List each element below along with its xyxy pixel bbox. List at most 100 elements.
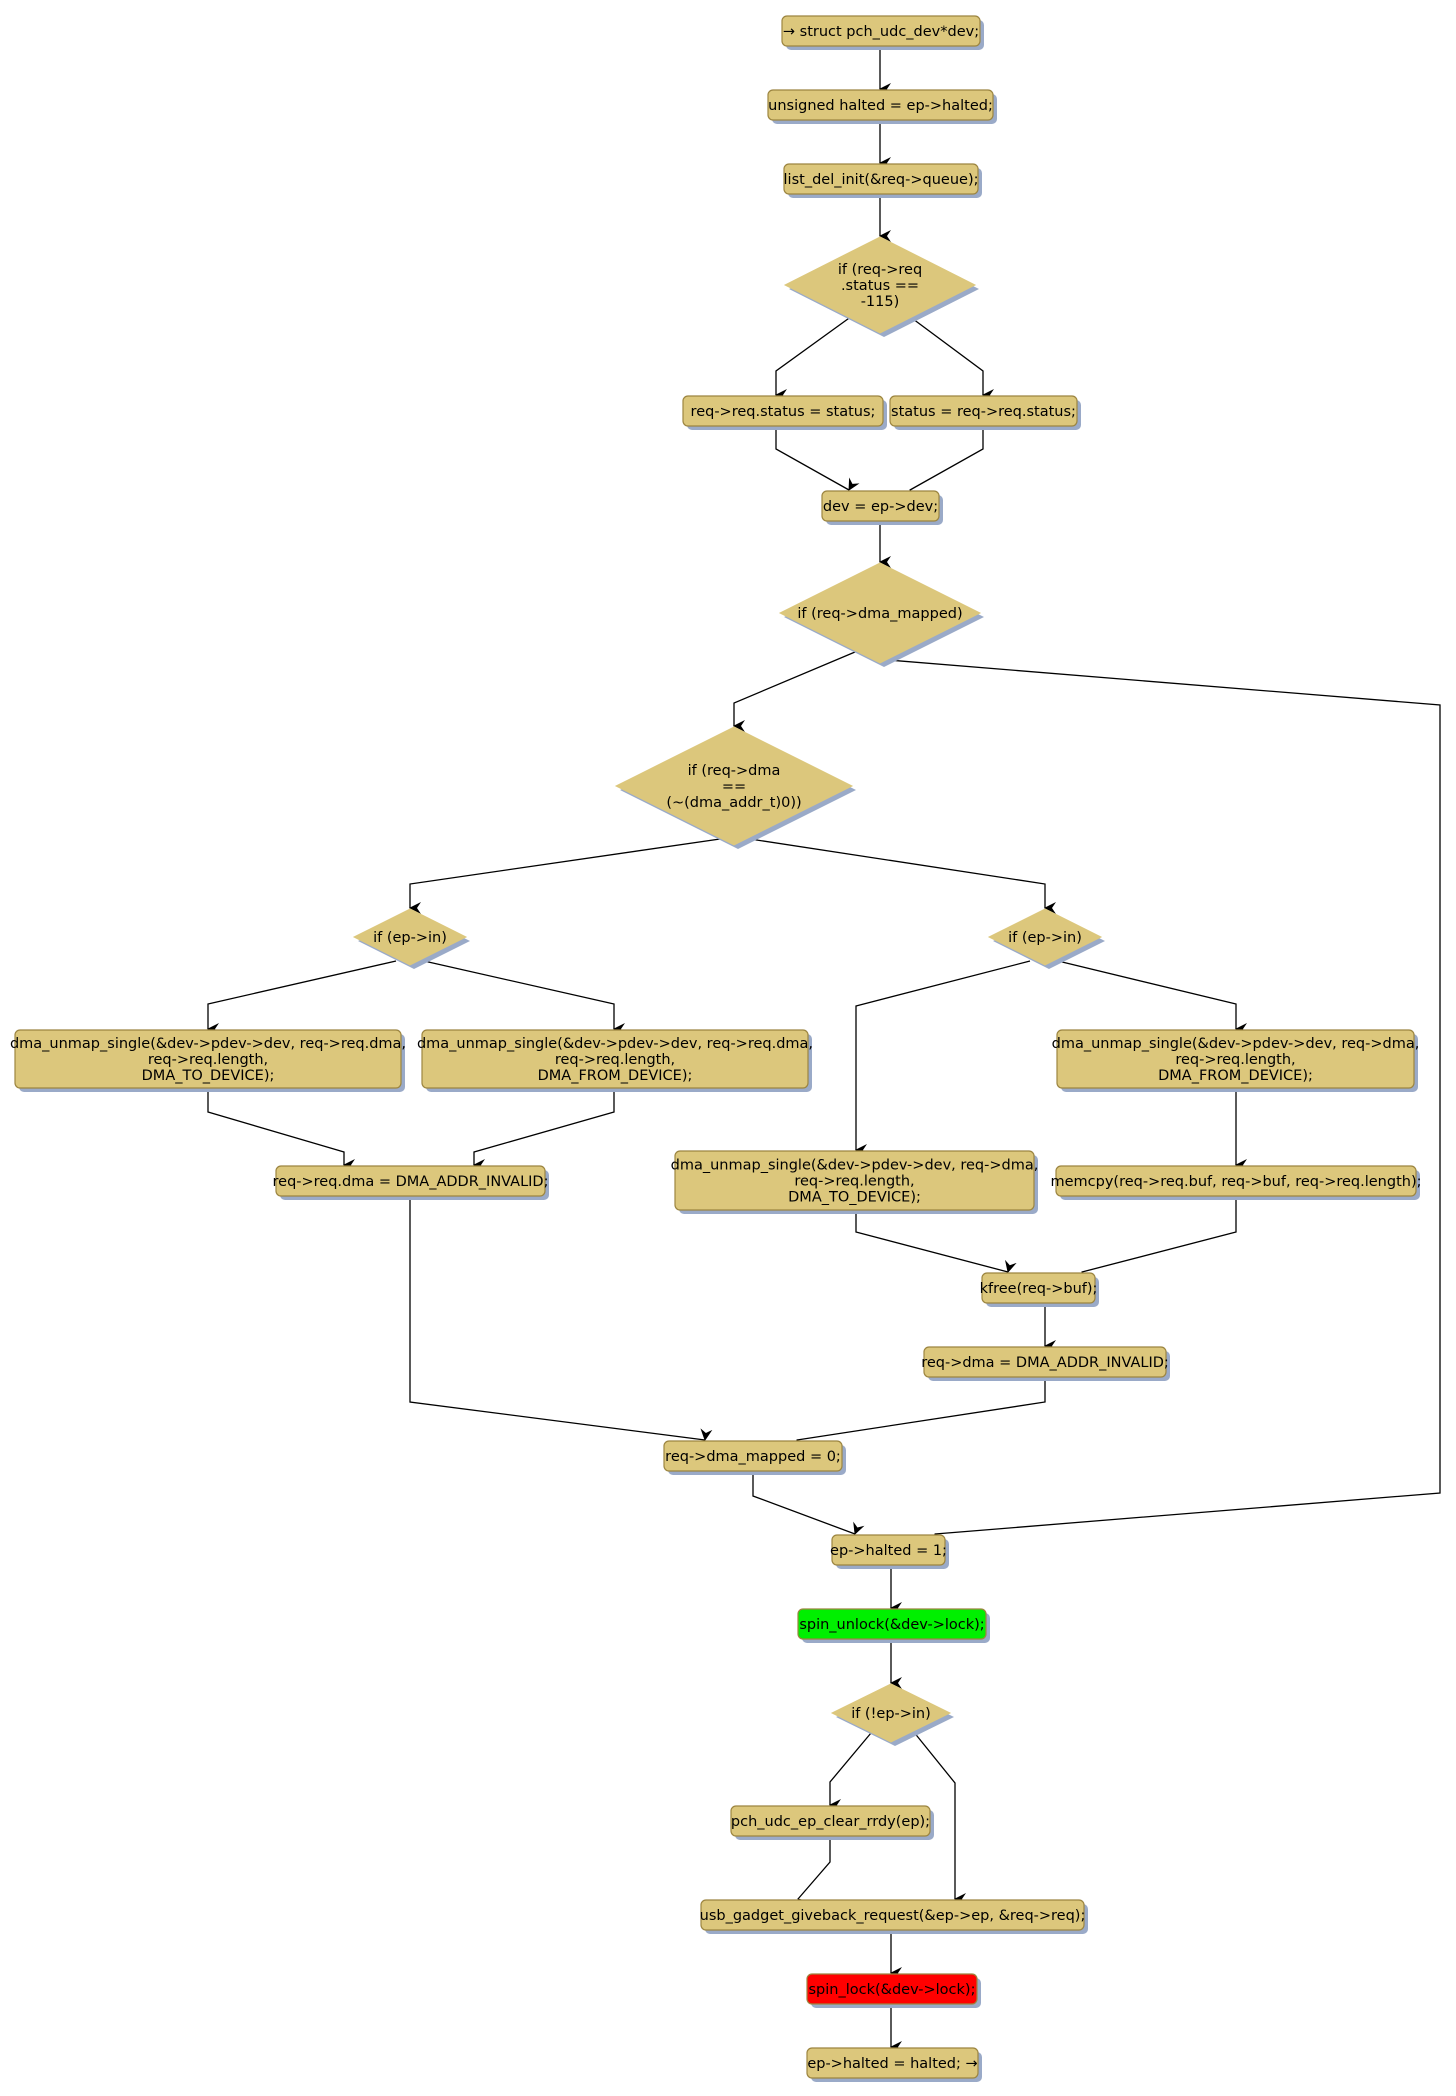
- edge-d4-to-n8: [423, 960, 625, 1035]
- node-label: if (req->dma_mapped): [797, 606, 962, 622]
- node-label: kfree(req->buf);: [980, 1281, 1098, 1297]
- decision-node[interactable]: if (req->dma==(~(dma_addr_t)0)): [614, 726, 856, 849]
- edge-d1-to-n4: [775, 315, 853, 401]
- node-label: if (req->req: [838, 262, 922, 278]
- edge-n7-to-n10: [207, 1088, 355, 1171]
- node-label: if (req->dma: [688, 763, 781, 779]
- statement-shape: [682, 395, 884, 427]
- node-label: DMA_FROM_DEVICE);: [1158, 1068, 1313, 1084]
- edge-d5-to-n9: [1057, 960, 1247, 1035]
- node-label: req->req.length,: [148, 1052, 268, 1068]
- statement-shape: [730, 1805, 931, 1837]
- statement-shape: [821, 490, 940, 522]
- statement-node[interactable]: usb_gadget_giveback_request(&ep->ep, &re…: [700, 1899, 1088, 1934]
- decision-shape: [614, 726, 854, 846]
- node-label: .status ==: [841, 278, 919, 294]
- node-label: DMA_TO_DEVICE);: [788, 1190, 921, 1206]
- edge-d5-to-n11: [855, 960, 1031, 1156]
- decision-node[interactable]: if (ep->in): [987, 908, 1105, 969]
- statement-node[interactable]: list_del_init(&req->queue);: [783, 163, 982, 198]
- statement-shape: [1055, 1165, 1417, 1197]
- statement-node[interactable]: ep->halted = halted; →: [806, 2047, 982, 2082]
- decision-shape: [987, 908, 1103, 966]
- node-label: req->req.length,: [555, 1052, 675, 1068]
- statement-shape: [889, 395, 1078, 427]
- node-label: -115): [861, 294, 900, 310]
- edge-n5-to-n6: [909, 426, 984, 503]
- decision-shape: [352, 908, 468, 966]
- edge-n8-to-n10: [473, 1088, 615, 1171]
- edge-d4-to-n7: [207, 960, 397, 1035]
- statement-node[interactable]: dev = ep->dev;: [821, 490, 943, 525]
- statement-shape: [767, 89, 994, 121]
- node-label: dma_unmap_single(&dev->pdev->dev, req->d…: [1052, 1036, 1420, 1052]
- edge-d6-to-n18: [829, 1732, 872, 1811]
- node-label: usb_gadget_giveback_request(&ep->ep, &re…: [700, 1908, 1086, 1924]
- decision-node[interactable]: if (req->dma_mapped): [778, 562, 984, 667]
- nodes-layer: → struct pch_udc_dev*dev; unsigned halted…: [10, 15, 1422, 2082]
- node-label: list_del_init(&req->queue);: [784, 172, 979, 188]
- edge-d6-to-n19: [912, 1730, 966, 1905]
- node-label: (~(dma_addr_t)0)): [666, 795, 801, 811]
- node-label: → struct pch_udc_dev*dev;: [783, 24, 979, 40]
- node-label: if (ep->in): [1008, 930, 1082, 946]
- statement-node[interactable]: dma_unmap_single(&dev->pdev->dev, req->d…: [1052, 1029, 1420, 1092]
- statement-node[interactable]: spin_unlock(&dev->lock);: [797, 1608, 990, 1643]
- statement-node[interactable]: dma_unmap_single(&dev->pdev->dev, req->r…: [10, 1029, 406, 1092]
- statement-shape: [981, 1272, 1096, 1304]
- node-label: pch_udc_ep_clear_rrdy(ep);: [731, 1814, 930, 1830]
- node-label: DMA_TO_DEVICE);: [142, 1068, 275, 1084]
- statement-node[interactable]: memcpy(req->req.buf, req->buf, req->req.…: [1051, 1165, 1422, 1200]
- edge-n15-to-n16: [752, 1471, 865, 1535]
- node-label: if (!ep->in): [851, 1706, 931, 1722]
- statement-node[interactable]: req->req.dma = DMA_ADDR_INVALID;: [273, 1165, 549, 1200]
- statement-node[interactable]: dma_unmap_single(&dev->pdev->dev, req->d…: [671, 1150, 1039, 1214]
- decision-shape: [778, 562, 982, 664]
- statement-node[interactable]: unsigned halted = ep->halted;: [767, 89, 997, 124]
- edge-n11-to-n13: [855, 1210, 1017, 1273]
- node-label: req->req.status = status;: [691, 404, 876, 420]
- statement-shape: [783, 163, 979, 195]
- edge-d2-to-d3: [733, 651, 856, 732]
- statement-shape: [806, 1973, 978, 2005]
- statement-node[interactable]: kfree(req->buf);: [980, 1272, 1099, 1307]
- edge-n10-to-n15: [409, 1196, 713, 1441]
- statement-shape: [797, 1608, 987, 1640]
- statement-node[interactable]: dma_unmap_single(&dev->pdev->dev, req->r…: [417, 1029, 813, 1092]
- decision-node[interactable]: if (req->req.status ==-115): [783, 236, 979, 337]
- edge-n12-to-n13: [1078, 1196, 1237, 1285]
- decision-node[interactable]: if (!ep->in): [830, 1683, 954, 1746]
- statement-shape: [700, 1899, 1085, 1931]
- statement-node[interactable]: ep->halted = 1;: [830, 1534, 949, 1569]
- node-label: dma_unmap_single(&dev->pdev->dev, req->d…: [671, 1158, 1039, 1174]
- edge-n4-to-n6: [775, 426, 860, 491]
- node-label: DMA_FROM_DEVICE);: [538, 1068, 693, 1084]
- node-label: spin_lock(&dev->lock);: [809, 1982, 976, 1998]
- statement-shape: [806, 2047, 979, 2079]
- statement-shape: [421, 1029, 809, 1089]
- node-label: req->req.dma = DMA_ADDR_INVALID;: [273, 1174, 549, 1190]
- statement-node[interactable]: → struct pch_udc_dev*dev;: [781, 15, 984, 50]
- statement-shape: [14, 1029, 402, 1089]
- decision-node[interactable]: if (ep->in): [352, 908, 470, 969]
- node-label: ep->halted = 1;: [830, 1543, 947, 1559]
- edge-d1-to-n5: [908, 315, 994, 401]
- statement-node[interactable]: spin_lock(&dev->lock);: [806, 1973, 981, 2008]
- edge-d2-to-n16: [887, 659, 1441, 1546]
- node-label: dma_unmap_single(&dev->pdev->dev, req->r…: [417, 1036, 813, 1052]
- node-label: req->req.length,: [794, 1174, 914, 1190]
- node-label: dma_unmap_single(&dev->pdev->dev, req->r…: [10, 1036, 406, 1052]
- node-label: status = req->req.status;: [891, 404, 1076, 420]
- statement-node[interactable]: req->dma_mapped = 0;: [663, 1440, 846, 1475]
- statement-node[interactable]: pch_udc_ep_clear_rrdy(ep);: [730, 1805, 934, 1840]
- statement-shape: [663, 1440, 843, 1472]
- statement-node[interactable]: req->dma = DMA_ADDR_INVALID;: [921, 1346, 1170, 1381]
- statement-shape: [674, 1150, 1035, 1211]
- statement-node[interactable]: req->req.status = status;: [682, 395, 887, 430]
- statement-shape: [831, 1534, 946, 1566]
- decision-shape: [830, 1683, 952, 1743]
- statement-shape: [781, 15, 981, 47]
- edge-d3-to-d5: [749, 838, 1056, 914]
- statement-node[interactable]: status = req->req.status;: [889, 395, 1081, 430]
